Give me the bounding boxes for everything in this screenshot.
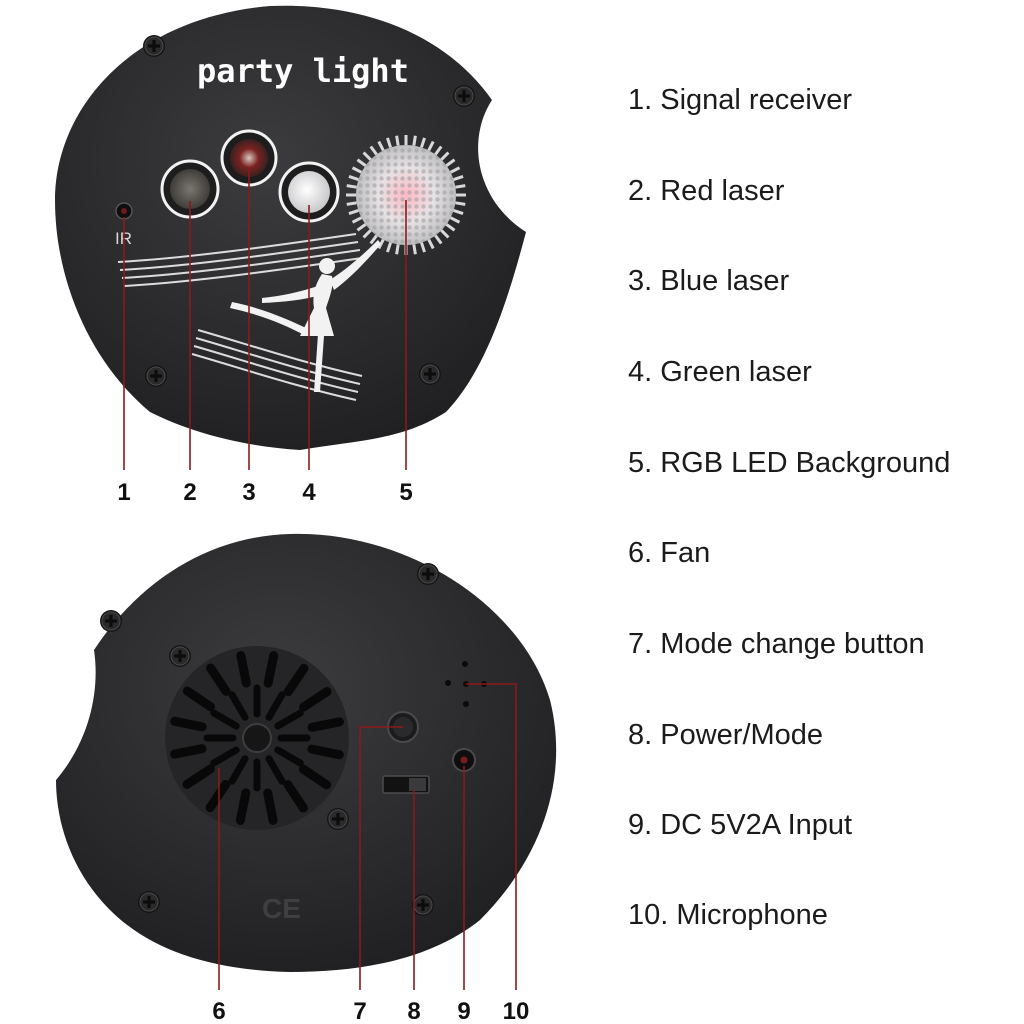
microphone-icon xyxy=(445,661,487,707)
callout-4: 4 xyxy=(302,479,316,506)
fan-slot xyxy=(265,755,286,785)
fan-slot xyxy=(235,788,251,825)
fan-slot xyxy=(182,764,215,789)
screw-icon xyxy=(326,807,350,831)
rgb-led-icon xyxy=(346,135,466,255)
fan-slot xyxy=(298,764,332,790)
fan-slot xyxy=(182,686,216,712)
fan-slot xyxy=(210,709,240,730)
legend-item-green-laser: 4. Green laser xyxy=(628,356,812,388)
legend-item-mode-button: 7. Mode change button xyxy=(628,628,925,660)
fan-slot xyxy=(210,746,240,767)
fan-slot xyxy=(283,663,309,697)
screw-icon xyxy=(142,34,166,58)
callout-8: 8 xyxy=(407,998,420,1024)
fan-slot xyxy=(274,746,304,767)
callout-9: 9 xyxy=(457,998,470,1024)
legend-item-power-mode: 8. Power/Mode xyxy=(628,719,824,751)
screw-icon xyxy=(452,84,476,108)
fan-slot xyxy=(283,780,308,813)
screw-icon xyxy=(411,893,435,917)
fan-slot xyxy=(170,716,207,732)
front-callout-lines xyxy=(123,170,407,470)
callout-3: 3 xyxy=(242,479,255,506)
fan-slot xyxy=(205,779,231,813)
ce-mark: CE xyxy=(262,893,301,924)
lens-green-laser-icon xyxy=(278,161,340,223)
fan-slot xyxy=(299,687,332,712)
callout-2: 2 xyxy=(183,479,196,506)
fan-slot xyxy=(274,709,304,730)
lens-red-laser-icon xyxy=(160,159,220,219)
back-unit: CE 6 7 8 9 10 xyxy=(56,533,557,1024)
callout-1: 1 xyxy=(117,479,130,506)
front-housing xyxy=(55,5,526,450)
screw-icon xyxy=(99,609,123,633)
fan-icon xyxy=(165,646,349,830)
screw-icon xyxy=(137,890,161,914)
fan-slot xyxy=(307,744,344,760)
fan-slot xyxy=(170,744,207,759)
fan-slot xyxy=(263,651,279,688)
screw-icon xyxy=(144,364,168,388)
screw-icon xyxy=(418,362,442,386)
callout-5: 5 xyxy=(399,479,412,506)
legend-item-signal-receiver: 1. Signal receiver xyxy=(628,84,853,116)
fan-slot xyxy=(206,663,231,696)
screw-icon xyxy=(416,562,440,586)
fan-slot xyxy=(307,717,344,732)
fan-slot xyxy=(236,651,251,688)
legend-item-rgb-led: 5. RGB LED Background xyxy=(628,447,951,479)
fan-slot xyxy=(265,691,286,721)
callout-7: 7 xyxy=(353,998,366,1024)
legend-item-blue-laser: 3. Blue laser xyxy=(628,265,790,297)
legend-item-red-laser: 2. Red laser xyxy=(628,175,785,207)
callout-6: 6 xyxy=(212,998,225,1024)
back-callout-lines xyxy=(218,683,517,990)
brand-text: party light xyxy=(197,52,409,90)
fan-slot xyxy=(228,755,249,785)
screw-icon xyxy=(168,644,192,668)
callout-10: 10 xyxy=(503,998,530,1024)
legend-item-microphone: 10. Microphone xyxy=(628,899,828,931)
legend-item-dc-input: 9. DC 5V2A Input xyxy=(628,809,853,841)
fan-slot xyxy=(228,691,249,721)
legend-item-fan: 6. Fan xyxy=(628,537,711,569)
ballerina-icon xyxy=(230,240,381,392)
power-switch[interactable] xyxy=(382,775,430,794)
fan-slot xyxy=(263,788,278,825)
swoosh-lines-icon xyxy=(117,233,363,401)
front-unit: party light IR xyxy=(55,5,526,506)
